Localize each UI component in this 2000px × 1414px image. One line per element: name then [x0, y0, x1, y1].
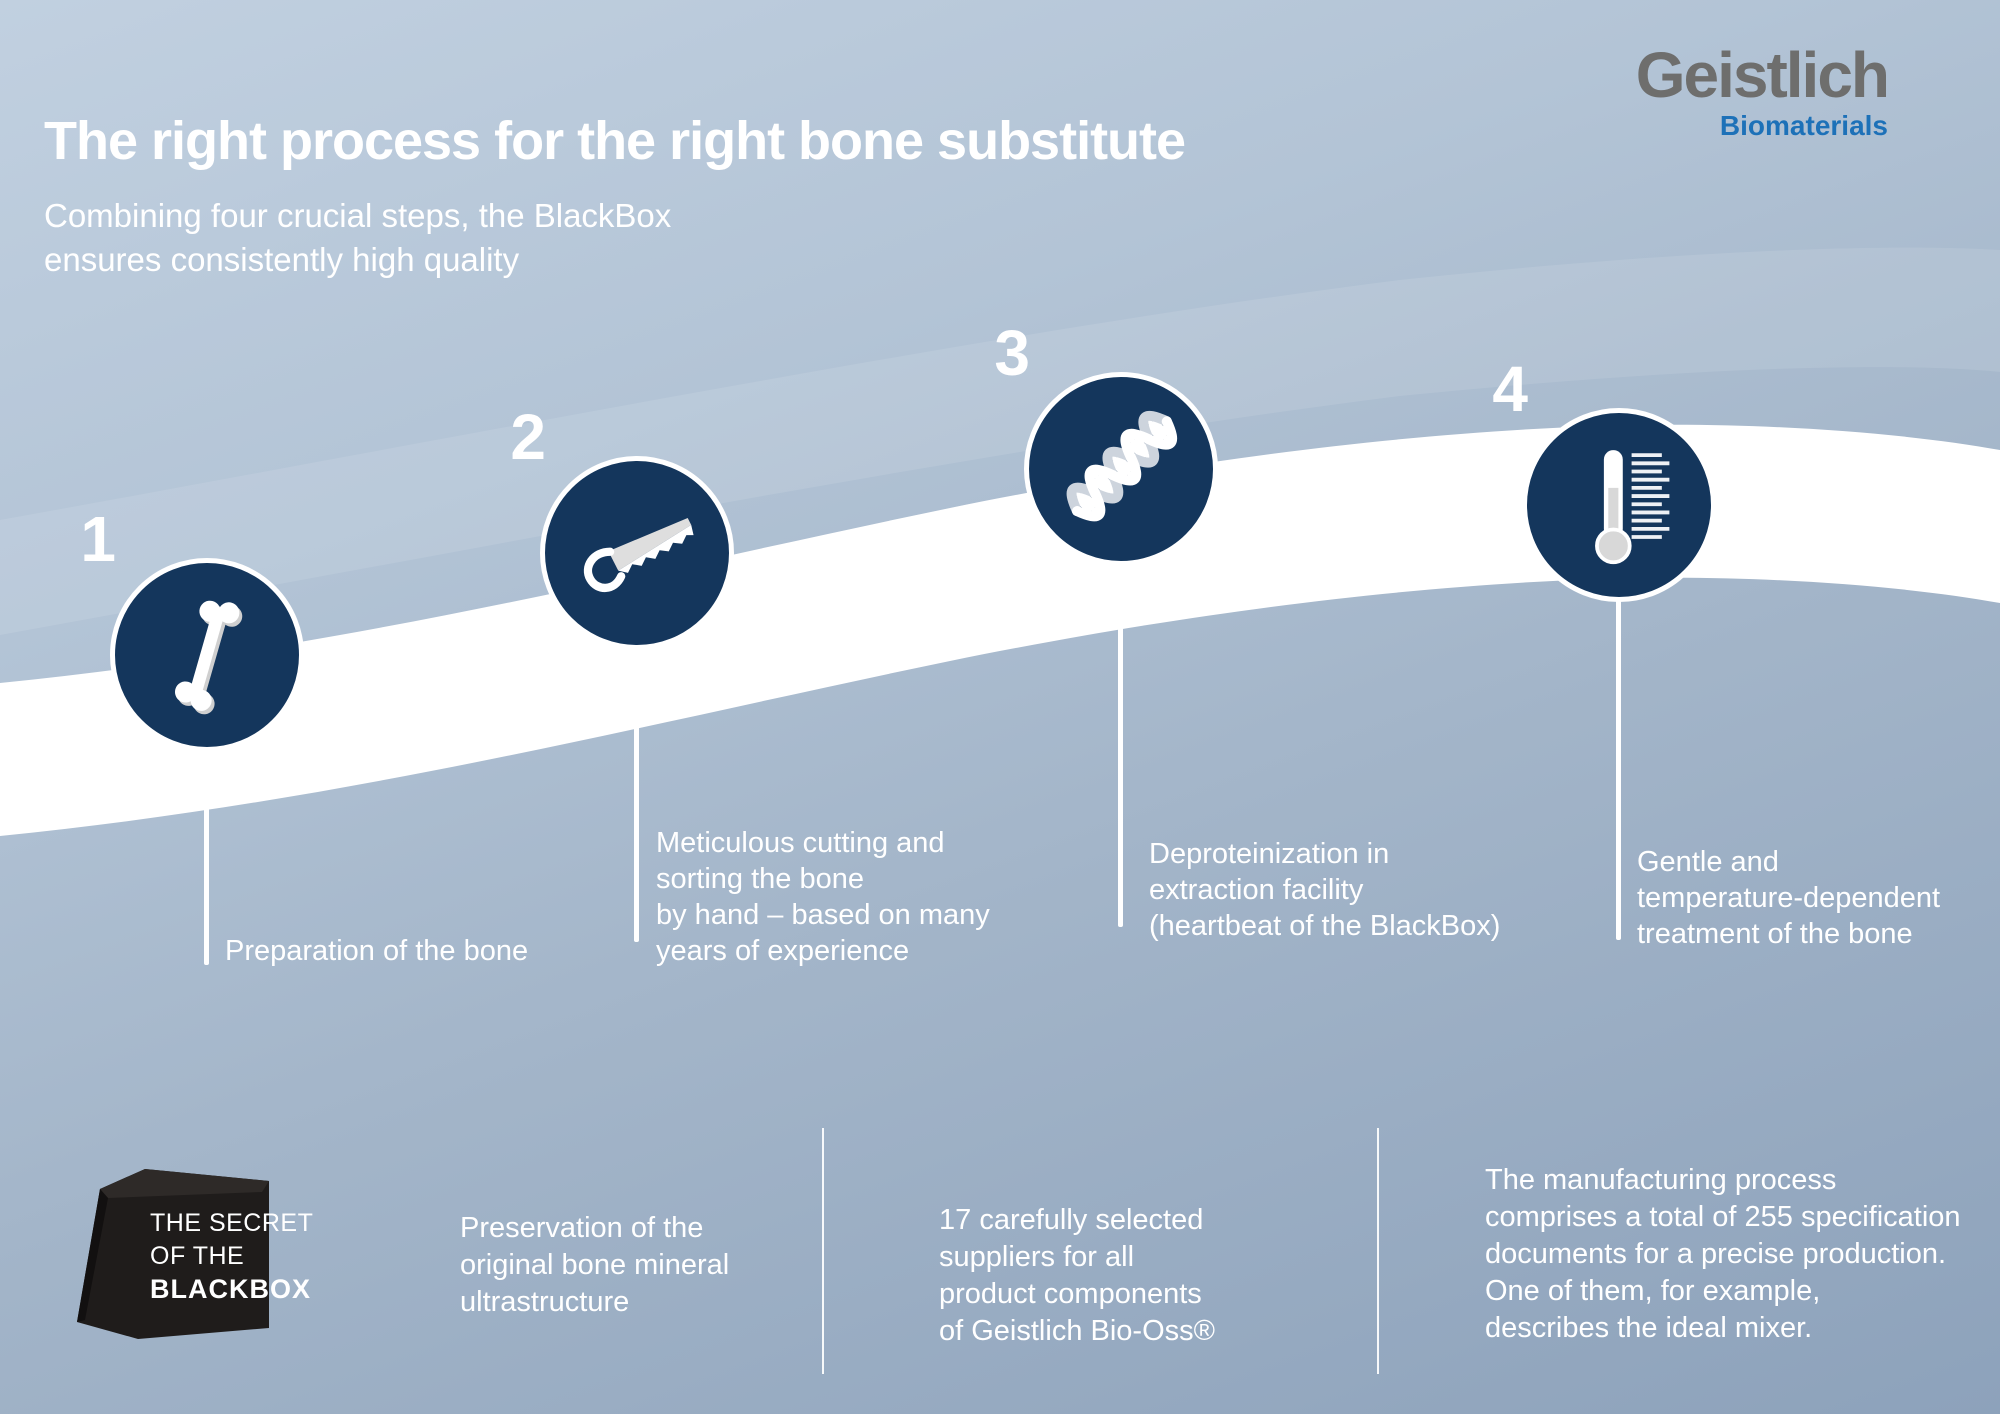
- step-3-circle: [1024, 372, 1218, 566]
- fact-suppliers: 17 carefully selected suppliers for all …: [939, 1204, 1215, 1347]
- dna-icon: [1060, 406, 1182, 533]
- saw-icon: [573, 487, 701, 620]
- page-title: The right process for the right bone sub…: [44, 111, 1186, 171]
- footer-divider-2: [1377, 1128, 1379, 1374]
- step-1-number: 1: [80, 503, 116, 575]
- blackbox-badge-text: THE SECRET OF THE BLACKBOX: [150, 1207, 313, 1306]
- faint-upper-wave: [0, 247, 2000, 635]
- fact-ultrastructure: Preservation of the original bone minera…: [460, 1212, 730, 1318]
- step-3-number: 3: [994, 317, 1030, 389]
- step-2-number: 2: [510, 401, 546, 473]
- step-2-connector-line: [634, 648, 639, 942]
- bone-icon: [145, 591, 269, 720]
- page-subtitle: Combining four crucial steps, the BlackB…: [44, 197, 672, 278]
- step-4-label: Gentle and temperature-dependent treatme…: [1637, 846, 1941, 950]
- step-3-label: Deproteinization in extraction facility …: [1149, 838, 1501, 942]
- step-4-circle: [1522, 408, 1716, 602]
- white-road-band: [0, 424, 2000, 836]
- step-1-connector-line: [204, 750, 209, 965]
- footer-divider-1: [822, 1128, 824, 1374]
- step-4-connector-line: [1616, 600, 1621, 940]
- blackbox-badge-line2: OF THE: [150, 1242, 245, 1270]
- step-2-circle: [540, 456, 734, 650]
- blackbox-badge-line3: BLACKBOX: [150, 1274, 311, 1304]
- logo-brand-text: Geistlich: [1635, 39, 1890, 111]
- thermometer-icon: [1556, 440, 1682, 571]
- fact-specification-documents: The manufacturing process comprises a to…: [1485, 1164, 1961, 1344]
- step-4-number: 4: [1492, 353, 1528, 425]
- step-3-connector-line: [1118, 564, 1123, 927]
- step-2-label: Meticulous cutting and sorting the bone …: [656, 827, 990, 967]
- blackbox-badge-line1: THE SECRET: [150, 1209, 314, 1237]
- step-1-label: Preparation of the bone: [225, 935, 529, 967]
- logo-division-text: Biomaterials: [1719, 110, 1888, 141]
- step-1-circle: [110, 558, 304, 752]
- geistlich-logo: Geistlich Biomaterials: [1635, 39, 1890, 142]
